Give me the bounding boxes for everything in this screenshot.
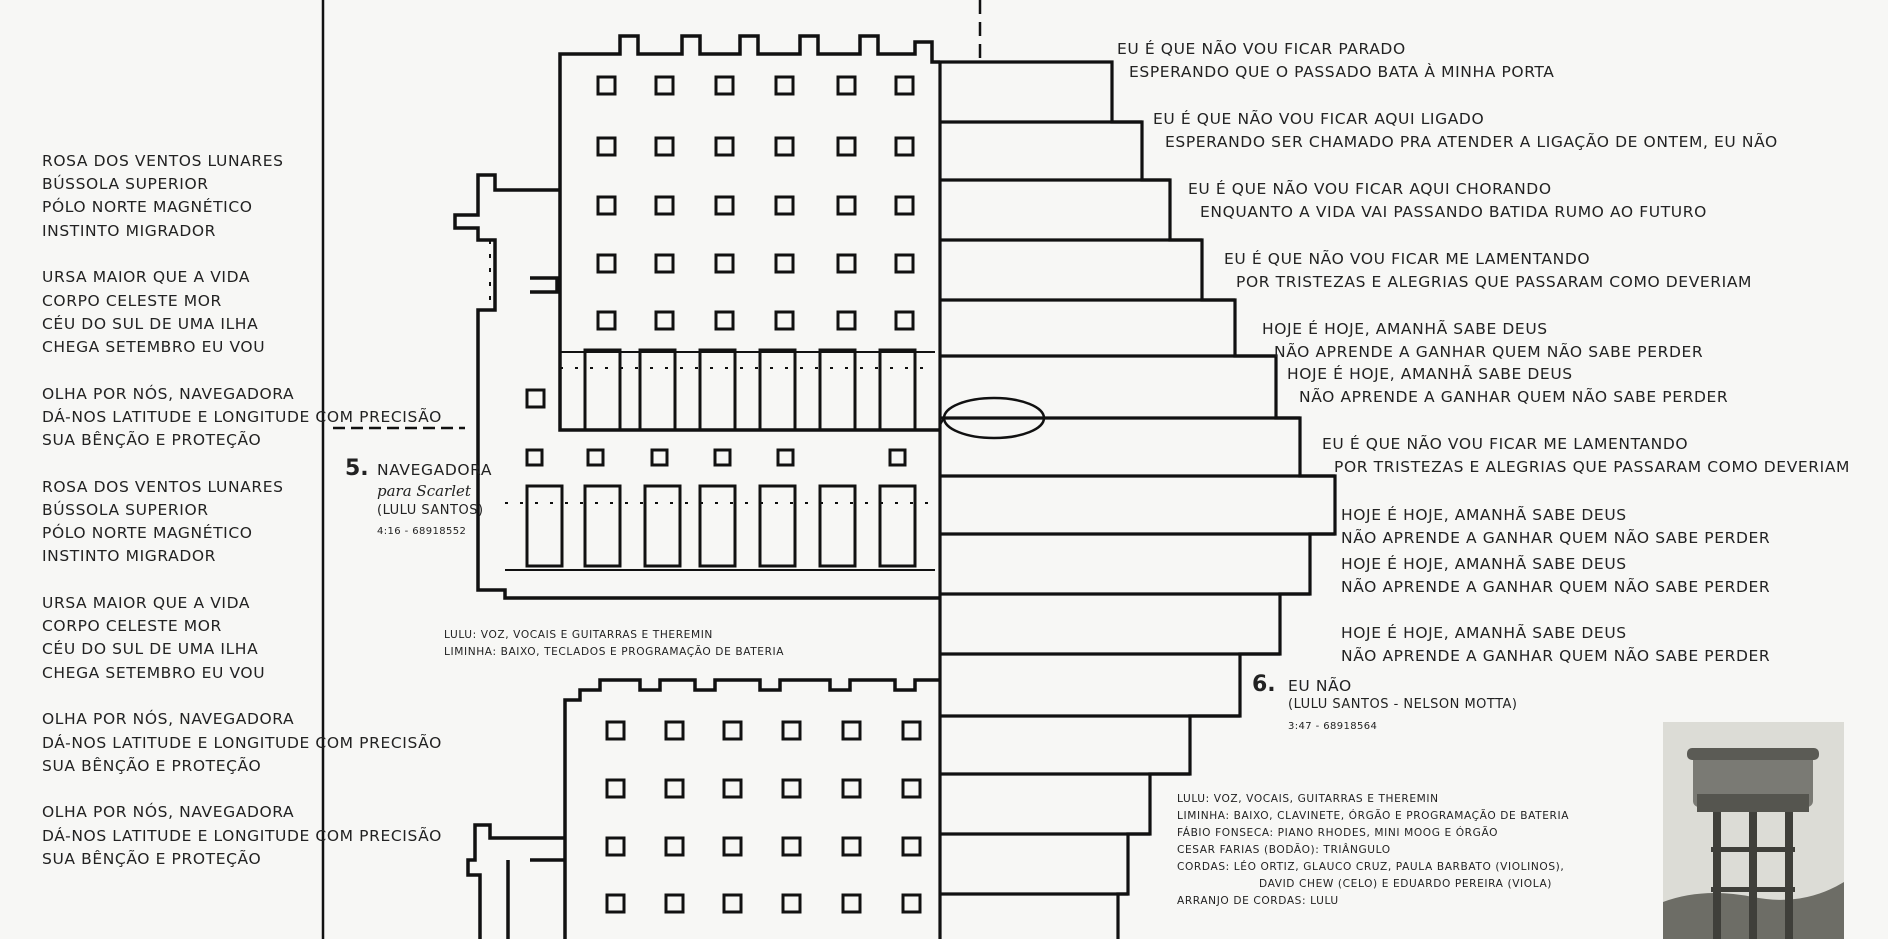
lyric-line: OLHA POR NÓS, NAVEGADORA [42, 803, 295, 822]
lyric-line: HOJE É HOJE, AMANHÃ SABE DEUS [1341, 555, 1627, 573]
lyric-line: POR TRISTEZAS E ALEGRIAS QUE PASSARAM CO… [1236, 273, 1753, 292]
lyric-line: NÃO APRENDE A GANHAR QUEM NÃO SABE PERDE… [1274, 343, 1704, 362]
stanza: EU É QUE NÃO VOU FICAR AQUI LIGADO ESPERA… [1153, 108, 1778, 154]
track-5-number: 5. [345, 456, 369, 481]
lyric-line: ESPERANDO QUE O PASSADO BATA À MINHA POR… [1129, 63, 1555, 82]
lyric-line: CHEGA SETEMBRO EU VOU [42, 663, 266, 682]
lyric-line: DÁ-NOS LATITUDE E LONGITUDE COM PRECISÃO [42, 826, 442, 845]
lyric-line: NÃO APRENDE A GANHAR QUEM NÃO SABE PERDE… [1299, 388, 1729, 407]
track-5-title: NAVEGADORA [377, 461, 493, 479]
credit-line: LIMINHA: BAIXO, TECLADOS E PROGRAMAÇÃO D… [444, 646, 785, 658]
lyric-line: ROSA DOS VENTOS LUNARES [42, 477, 284, 496]
left-lyrics: ROSA DOS VENTOS LUNARES BÚSSOLA SUPERIOR P… [42, 150, 442, 871]
credit-line: CESAR FARIAS (BODÃO): TRIÂNGULO [1177, 844, 1391, 856]
lyric-line: OLHA POR NÓS, NAVEGADORA [42, 710, 295, 729]
lyric-line: CORPO CELESTE MOR [42, 291, 222, 310]
lyric-line: EU É QUE NÃO VOU FICAR PARADO [1117, 40, 1406, 58]
lyric-line: NÃO APRENDE A GANHAR QUEM NÃO SABE PERDE… [1341, 529, 1771, 548]
stanza: HOJE É HOJE, AMANHÃ SABE DEUS NÃO APRENDE… [1341, 553, 1770, 599]
track-6-title: EU NÃO [1288, 677, 1352, 695]
lyric-line: CHEGA SETEMBRO EU VOU [42, 337, 266, 356]
lyric-line: CÉU DO SUL DE UMA ILHA [42, 314, 259, 333]
credit-line: CORDAS: LÉO ORTIZ, GLAUCO CRUZ, PAULA BA… [1177, 861, 1565, 873]
lyric-line: NÃO APRENDE A GANHAR QUEM NÃO SABE PERDE… [1341, 647, 1771, 666]
lyric-line: SUA BÊNÇÃO E PROTEÇÃO [42, 756, 262, 775]
lyric-line: EU É QUE NÃO VOU FICAR ME LAMENTANDO [1224, 250, 1591, 268]
stanza: HOJE É HOJE, AMANHÃ SABE DEUS NÃO APRENDE… [1262, 318, 1703, 364]
track-6-credits: LULU: VOZ, VOCAIS, GUITARRAS E THEREMIN L… [1177, 791, 1569, 910]
credit-line: FÁBIO FONSECA: PIANO RHODES, MINI MOOG E… [1177, 827, 1499, 839]
credit-line: LULU: VOZ, VOCAIS, GUITARRAS E THEREMIN [1177, 793, 1439, 805]
lyric-line: CORPO CELESTE MOR [42, 617, 222, 636]
lyric-line: ROSA DOS VENTOS LUNARES [42, 152, 284, 170]
credit-line: DAVID CHEW (CELO) E EDUARDO PEREIRA (VIO… [1259, 878, 1553, 890]
lyric-line: OLHA POR NÓS, NAVEGADORA [42, 384, 295, 403]
lyric-line: EU É QUE NÃO VOU FICAR AQUI CHORANDO [1188, 180, 1552, 198]
track-6-composer: (LULU SANTOS - NELSON MOTTA) [1288, 697, 1518, 712]
lyric-line: SUA BÊNÇÃO E PROTEÇÃO [42, 431, 262, 450]
stanza: HOJE É HOJE, AMANHÃ SABE DEUS NÃO APRENDE… [1341, 622, 1770, 668]
lyric-line: SUA BÊNÇÃO E PROTEÇÃO [42, 849, 262, 868]
track-5-composer: (LULU SANTOS) [377, 503, 484, 518]
lyric-line: ENQUANTO A VIDA VAI PASSANDO BATIDA RUMO… [1200, 203, 1707, 222]
stanza: EU É QUE NÃO VOU FICAR AQUI CHORANDO ENQU… [1188, 178, 1707, 224]
lyric-line: DÁ-NOS LATITUDE E LONGITUDE COM PRECISÃO [42, 407, 442, 426]
track-6-code: 3:47 - 68918564 [1288, 721, 1378, 732]
track-5-credits: LULU: VOZ, VOCAIS E GUITARRAS E THEREMIN… [444, 627, 784, 661]
stanza: HOJE É HOJE, AMANHÃ SABE DEUS NÃO APRENDE… [1287, 363, 1728, 409]
lyric-line: BÚSSOLA SUPERIOR [42, 175, 209, 194]
lyric-line: HOJE É HOJE, AMANHÃ SABE DEUS [1262, 320, 1548, 338]
lyric-line: BÚSSOLA SUPERIOR [42, 500, 209, 519]
lyric-line: PÓLO NORTE MAGNÉTICO [42, 198, 253, 217]
track-5-dedication: para Scarlet [377, 482, 471, 500]
stanza: HOJE É HOJE, AMANHÃ SABE DEUS NÃO APRENDE… [1341, 504, 1770, 550]
lyric-line: EU É QUE NÃO VOU FICAR AQUI LIGADO [1153, 110, 1485, 128]
water-tower-photo [1663, 722, 1844, 939]
lyric-line: NÃO APRENDE A GANHAR QUEM NÃO SABE PERDE… [1341, 578, 1771, 597]
lyric-line: CÉU DO SUL DE UMA ILHA [42, 640, 259, 659]
lyric-line: HOJE É HOJE, AMANHÃ SABE DEUS [1287, 365, 1573, 383]
stanza: EU É QUE NÃO VOU FICAR ME LAMENTANDO POR … [1322, 433, 1850, 479]
lyric-line: EU É QUE NÃO VOU FICAR ME LAMENTANDO [1322, 435, 1689, 453]
stanza: EU É QUE NÃO VOU FICAR ME LAMENTANDO POR … [1224, 248, 1752, 294]
lyric-line: URSA MAIOR QUE A VIDA [42, 268, 251, 287]
credit-line: ARRANJO DE CORDAS: LULU [1177, 895, 1339, 907]
stanza: EU É QUE NÃO VOU FICAR PARADO ESPERANDO Q… [1117, 38, 1555, 84]
lyric-line: HOJE É HOJE, AMANHÃ SABE DEUS [1341, 624, 1627, 642]
lyric-line: POR TRISTEZAS E ALEGRIAS QUE PASSARAM CO… [1334, 458, 1851, 477]
credit-line: LIMINHA: BAIXO, CLAVINETE, ÓRGÃO E PROGR… [1177, 810, 1570, 822]
lyric-line: DÁ-NOS LATITUDE E LONGITUDE COM PRECISÃO [42, 733, 442, 752]
lyric-line: INSTINTO MIGRADOR [42, 221, 217, 240]
lyric-line: URSA MAIOR QUE A VIDA [42, 594, 251, 613]
lyric-line: HOJE É HOJE, AMANHÃ SABE DEUS [1341, 506, 1627, 524]
credit-line: LULU: VOZ, VOCAIS E GUITARRAS E THEREMIN [444, 629, 713, 641]
lyric-line: ESPERANDO SER CHAMADO PRA ATENDER A LIGA… [1165, 133, 1778, 152]
track-5-code: 4:16 - 68918552 [377, 526, 467, 537]
lyric-line: INSTINTO MIGRADOR [42, 547, 217, 566]
track-6-number: 6. [1252, 672, 1276, 697]
lyric-line: PÓLO NORTE MAGNÉTICO [42, 524, 253, 543]
